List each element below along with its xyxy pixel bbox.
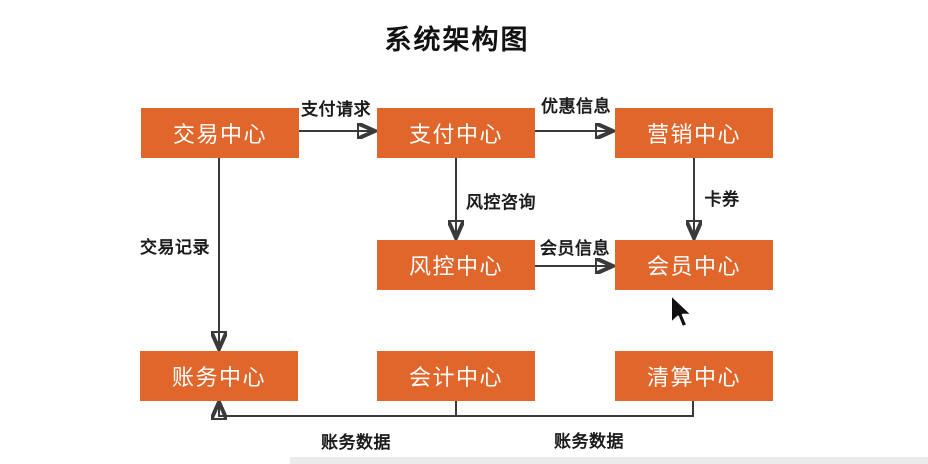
node-payment-center-label: 支付中心 xyxy=(408,122,503,147)
edge-label-card-coupon: 卡券 xyxy=(704,190,740,209)
node-member-center-label: 会员中心 xyxy=(646,254,741,279)
bottom-edge-strip xyxy=(290,457,928,464)
node-clearing-center: 清算中心 xyxy=(615,351,773,401)
node-marketing-center: 营销中心 xyxy=(615,108,773,158)
edge-label-trade-record: 交易记录 xyxy=(140,238,210,257)
node-trade-center: 交易中心 xyxy=(141,108,299,158)
node-bookkeeping-center: 会计中心 xyxy=(377,351,535,401)
edge-label-ledger-data-right: 账务数据 xyxy=(554,432,624,451)
node-clearing-center-label: 清算中心 xyxy=(646,365,741,390)
node-ledger-center: 账务中心 xyxy=(140,351,298,401)
edge-label-risk-consult: 风控咨询 xyxy=(466,193,536,212)
node-risk-center-label: 风控中心 xyxy=(408,254,503,279)
edge-label-payment-request: 支付请求 xyxy=(301,100,371,119)
node-bookkeeping-center-label: 会计中心 xyxy=(408,365,503,390)
mouse-cursor-icon xyxy=(670,294,693,328)
edge-label-ledger-data-left: 账务数据 xyxy=(321,433,391,452)
node-ledger-center-label: 账务中心 xyxy=(171,365,266,390)
node-risk-center: 风控中心 xyxy=(377,240,535,290)
node-trade-center-label: 交易中心 xyxy=(172,122,267,147)
node-marketing-center-label: 营销中心 xyxy=(646,122,741,147)
node-member-center: 会员中心 xyxy=(615,240,773,290)
page-title: 系统架构图 xyxy=(384,25,530,55)
edge-label-promo-info: 优惠信息 xyxy=(541,97,611,116)
edge-label-member-info: 会员信息 xyxy=(540,239,610,258)
node-payment-center: 支付中心 xyxy=(377,108,535,158)
